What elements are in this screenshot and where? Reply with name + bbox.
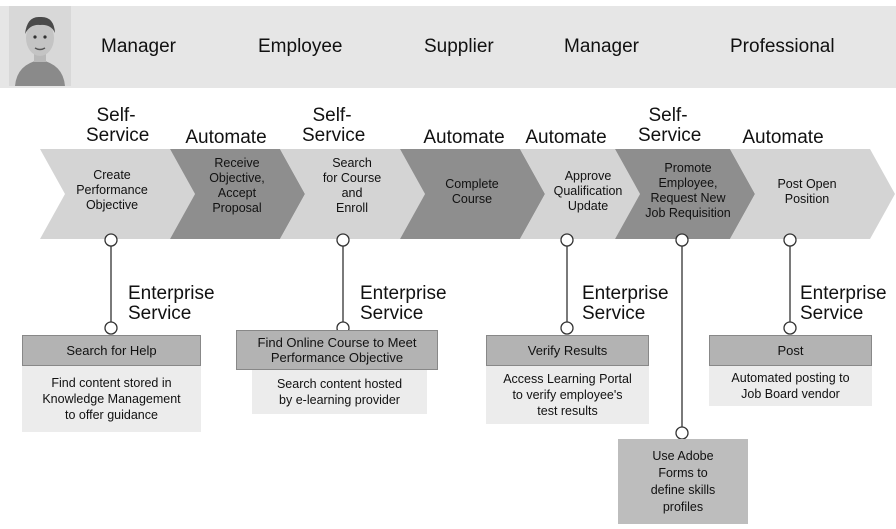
chevron-step-2: [170, 149, 305, 239]
phase-label-7: Automate: [742, 127, 824, 148]
phase-label-4: Automate: [423, 127, 505, 148]
chevron-step-4: [400, 149, 545, 239]
connector-node-bottom-4: [675, 426, 689, 440]
service-3-title: Verify Results: [486, 335, 649, 366]
role-manager: Manager: [101, 36, 176, 57]
role-employee: Employee: [258, 36, 343, 57]
connector-node-top-4: [675, 233, 689, 247]
connector-node-top-5: [783, 233, 797, 247]
chevron-step-6: [615, 149, 755, 239]
service-4-title: Post: [709, 335, 872, 366]
role-professional: Professional: [730, 36, 835, 57]
chevron-step-7: [730, 149, 895, 239]
chevron-step-5: [520, 149, 640, 239]
phase-label-1: Self-Service: [86, 105, 150, 146]
connector-node-bottom-1: [104, 321, 118, 335]
phase-label-6: Self-Service: [638, 105, 702, 146]
phase-label-3: Self-Service: [302, 105, 366, 146]
chevron-step-1: [40, 149, 195, 239]
role-supplier: Supplier: [424, 36, 494, 57]
roles-band: Manager Employee Supplier Manager Profes…: [0, 6, 896, 88]
phase-label-5: Automate: [525, 127, 607, 148]
connector-node-top-3: [560, 233, 574, 247]
role-manager-2: Manager: [564, 36, 639, 57]
connector-node-bottom-3: [560, 321, 574, 335]
connector-node-bottom-5: [783, 321, 797, 335]
connector-node-top-2: [336, 233, 350, 247]
chevron-step-3: [280, 149, 425, 239]
phase-label-2: Automate: [185, 127, 267, 148]
person-avatar: [9, 6, 71, 86]
service-1-title: Search for Help: [22, 335, 201, 366]
connector-node-top-1: [104, 233, 118, 247]
